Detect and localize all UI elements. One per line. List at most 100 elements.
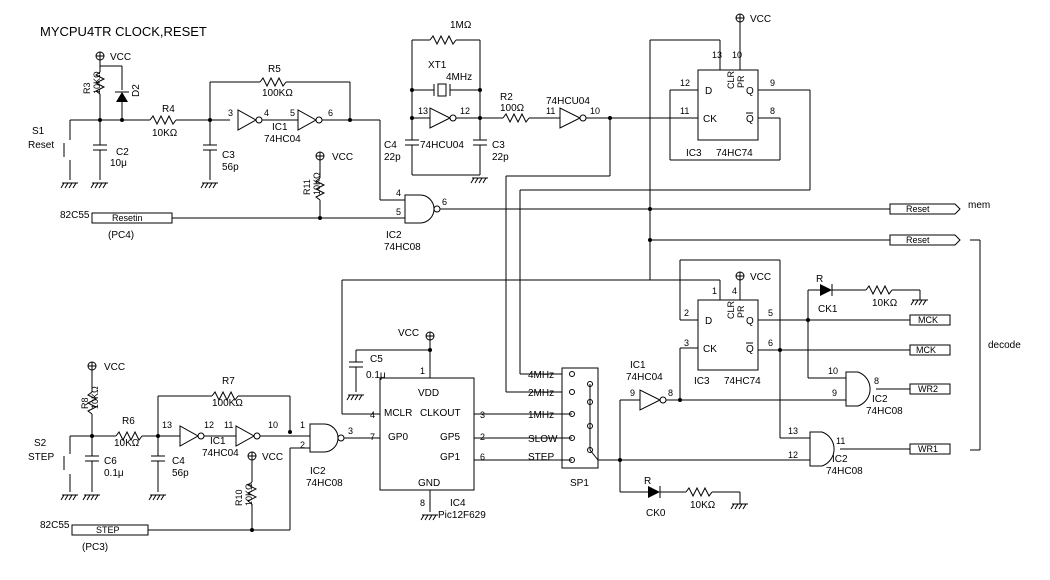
svg-text:100KΩ: 100KΩ [262, 88, 293, 99]
svg-text:R8: R8 [80, 397, 90, 409]
svg-text:IC3: IC3 [694, 376, 710, 387]
signal-step: STEP [528, 452, 554, 463]
resistor-r10: R10 10KΩ [234, 460, 258, 530]
svg-text:2: 2 [684, 308, 689, 318]
inverter-ic1-a: 3 4 5 6 IC1 74HC04 [228, 108, 380, 145]
svg-text:1: 1 [300, 420, 305, 430]
signal-slow: SLOW [528, 434, 558, 445]
svg-text:10KΩ: 10KΩ [152, 128, 178, 139]
svg-text:IC2: IC2 [310, 466, 326, 477]
svg-text:CLR: CLR [726, 70, 736, 89]
svg-text:8: 8 [420, 498, 425, 508]
output-wr1: WR1 [909, 443, 951, 455]
svg-text:Resetin: Resetin [112, 213, 143, 223]
svg-text:MCLR: MCLR [384, 408, 412, 419]
svg-text:Q: Q [746, 316, 754, 327]
svg-text:CK0: CK0 [646, 508, 666, 519]
svg-text:R4: R4 [162, 104, 175, 115]
output-mck: MCK [909, 314, 951, 326]
svg-text:GP1: GP1 [440, 452, 460, 463]
svg-text:100Ω: 100Ω [500, 103, 525, 114]
reset-output-mem: Reset_ mem [889, 200, 990, 215]
svg-text:C3: C3 [222, 150, 235, 161]
signal-1mhz: 1MHz [528, 410, 554, 421]
svg-text:4: 4 [370, 410, 375, 420]
capacitor-c3-22p: C3 22p [473, 118, 509, 175]
vcc-symbol [95, 51, 105, 61]
svg-text:10KΩ: 10KΩ [690, 500, 716, 511]
svg-text:56p: 56p [222, 162, 239, 173]
vcc-symbol [735, 271, 745, 281]
resistor-r7: R7 100KΩ [157, 376, 291, 436]
label-82c55-step: 82C55 [40, 520, 70, 531]
svg-text:R11: R11 [302, 179, 312, 195]
svg-text:mem: mem [968, 200, 990, 211]
svg-text:4MHz: 4MHz [446, 72, 472, 83]
svg-text:S2: S2 [34, 438, 47, 449]
svg-text:12: 12 [680, 78, 690, 88]
capacitor-c4-22p: C4 22p [384, 118, 419, 175]
resistor-r3: R3 10KΩ [82, 60, 106, 120]
vcc-symbol [735, 13, 745, 23]
jumper-sp1: SP1 [561, 367, 600, 489]
svg-text:Reset: Reset [28, 140, 54, 151]
svg-text:C4: C4 [384, 140, 397, 151]
svg-text:5: 5 [290, 108, 295, 118]
svg-text:11: 11 [680, 106, 689, 116]
svg-text:WR1: WR1 [918, 444, 938, 454]
and-gate-ic2-reset: 4 5 6 IC2 74HC08 [384, 188, 890, 253]
svg-text:R5: R5 [268, 64, 281, 75]
led-ck1: R CK1 10KΩ [807, 274, 929, 320]
svg-text:CLKOUT: CLKOUT [420, 408, 461, 419]
svg-text:2: 2 [300, 440, 305, 450]
svg-text:3: 3 [348, 426, 353, 436]
svg-text:PR: PR [736, 75, 746, 88]
inverter-74hcu04-buffer: 11 10 74HCU04 [546, 96, 672, 129]
svg-text:10: 10 [268, 420, 278, 430]
capacitor-c5: C5 0.1μ [346, 350, 386, 401]
svg-text:IC1: IC1 [272, 122, 288, 133]
svg-text:1: 1 [712, 286, 717, 296]
mcu-ic4-pic12f629: VDD MCLR CLKOUT GP0 GP5 GP1 GND IC4 Pic1… [370, 366, 486, 521]
svg-text:R: R [644, 476, 651, 487]
step-switch-s2: S2 STEP [28, 435, 100, 501]
svg-text:3: 3 [228, 108, 233, 118]
svg-text:10: 10 [828, 366, 838, 376]
svg-text:10KΩ: 10KΩ [114, 438, 140, 449]
svg-text:13: 13 [162, 420, 172, 430]
svg-text:IC2: IC2 [872, 394, 888, 405]
svg-text:1: 1 [420, 366, 425, 376]
svg-text:C4: C4 [172, 456, 185, 467]
svg-text:13: 13 [712, 50, 722, 60]
svg-text:5: 5 [768, 308, 773, 318]
svg-text:IC4: IC4 [450, 498, 466, 509]
svg-text:GP5: GP5 [440, 432, 460, 443]
svg-text:74HC04: 74HC04 [202, 448, 239, 459]
svg-text:D: D [705, 316, 712, 327]
svg-text:6: 6 [442, 197, 447, 207]
diode-d2: D2 [115, 66, 142, 120]
svg-text:4: 4 [732, 286, 737, 296]
flipflop-ic3-top: D CK Q Q CLR PR IC3 74HC74 12 11 9 8 13 … [680, 50, 775, 159]
svg-text:12: 12 [788, 450, 798, 460]
resistor-r2: R2 100Ω [500, 92, 560, 124]
svg-text:R3: R3 [82, 82, 92, 94]
svg-text:VCC: VCC [104, 362, 125, 373]
svg-text:VCC: VCC [750, 272, 771, 283]
svg-text:IC2: IC2 [386, 230, 402, 241]
svg-text:2: 2 [480, 432, 485, 442]
decode-label: decode [988, 340, 1021, 351]
svg-text:VCC: VCC [262, 452, 283, 463]
svg-text:9: 9 [832, 388, 837, 398]
svg-text:4: 4 [396, 188, 401, 198]
svg-text:R7: R7 [222, 376, 235, 387]
flipflop-ic3-bottom: D CK Q Q CLR PR IC3 74HC74 2 3 5 6 1 4 [684, 286, 773, 387]
svg-text:74HC74: 74HC74 [724, 376, 761, 387]
and-gate-ic2-step: 1 2 3 IC2 74HC08 [300, 420, 353, 489]
svg-text:IC2: IC2 [832, 454, 848, 465]
svg-text:12: 12 [460, 106, 470, 116]
inverter-ic1-b: 13 12 11 10 IC1 74HC04 [162, 420, 310, 459]
svg-text:11: 11 [836, 436, 845, 446]
svg-text:S1: S1 [32, 126, 45, 137]
svg-text:13: 13 [788, 426, 798, 436]
